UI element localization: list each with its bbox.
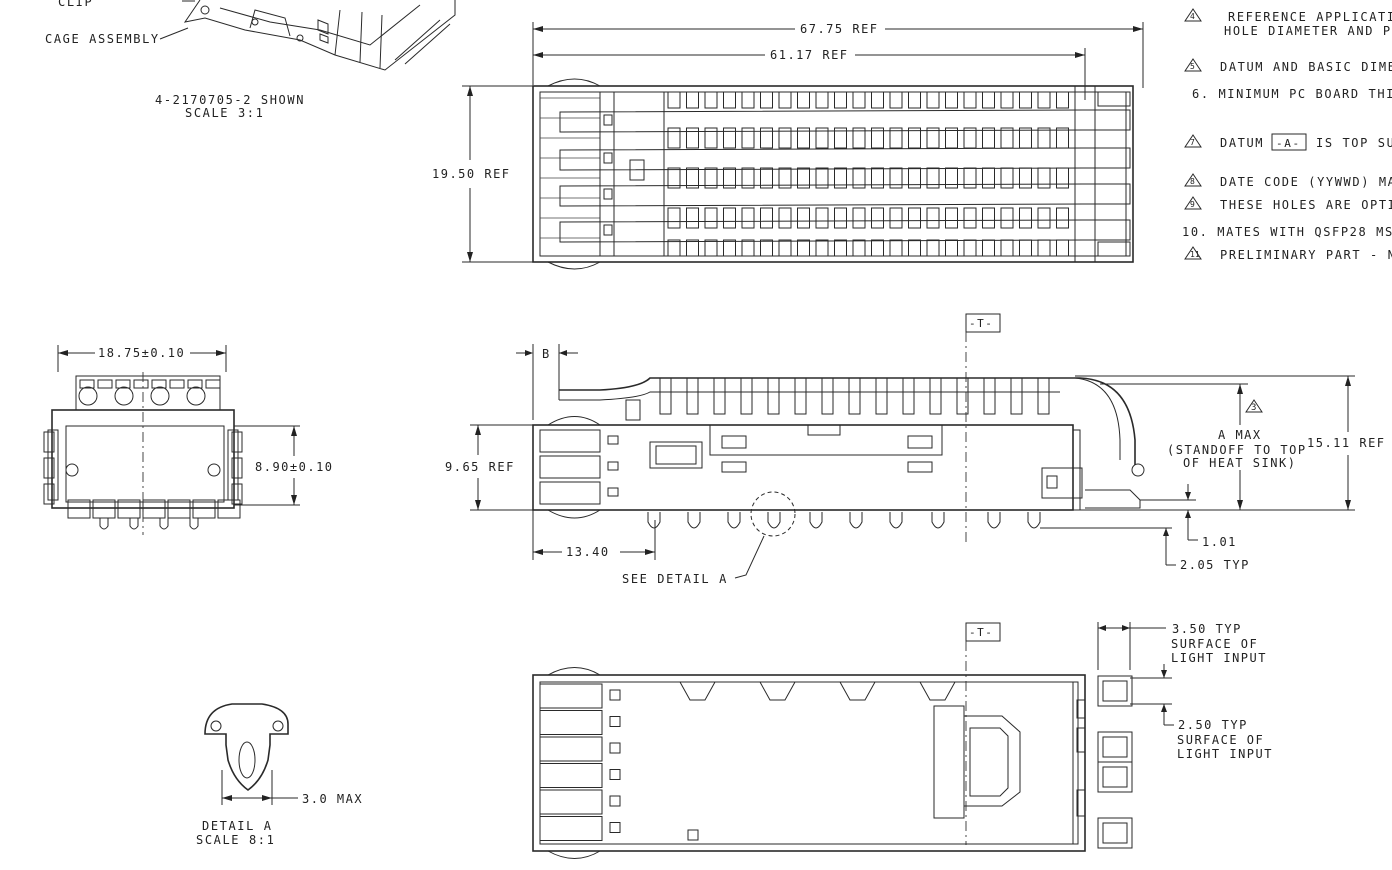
note-triangle — [1184, 246, 1202, 260]
note-triangle — [1184, 58, 1202, 72]
dim-13-40: 13.40 — [566, 545, 610, 559]
side-view — [470, 313, 1355, 579]
note-marker: 9 — [1190, 200, 1195, 209]
dim-61-17: 61.17 REF — [770, 48, 849, 62]
note-marker: 8 — [1190, 177, 1195, 186]
note-6: 10. MATES WITH QSFP28 MSA — [1182, 225, 1392, 239]
note-1: 5 DATUM AND BASIC DIME — [1184, 58, 1392, 74]
note-text: DATUM AND BASIC DIME — [1220, 60, 1392, 74]
note-text: THESE HOLES ARE OPTI — [1220, 198, 1392, 212]
a-max-label: A MAX — [1218, 428, 1262, 442]
note-text-b: IS TOP SU — [1316, 136, 1392, 150]
note-marker: 7 — [1190, 138, 1195, 147]
bottom-view — [532, 622, 1174, 859]
dim-2-50-line2: LIGHT INPUT — [1177, 747, 1273, 761]
see-detail-label: SEE DETAIL A — [622, 572, 728, 586]
front-view — [43, 345, 300, 535]
note-7: 11 PRELIMINARY PART - N — [1184, 246, 1392, 262]
note-4: 8 DATE CODE (YYWWD) MA — [1184, 173, 1392, 189]
note-triangle — [1184, 8, 1202, 22]
standoff-line-2: OF HEAT SINK) — [1183, 456, 1296, 470]
datum-a: -A- — [1276, 137, 1301, 150]
note-marker: 5 — [1190, 62, 1195, 71]
note-text: 10. MATES WITH QSFP28 MSA — [1182, 225, 1392, 239]
note-triangle — [1184, 134, 1202, 148]
note-text: DATE CODE (YYWWD) MA — [1220, 175, 1392, 189]
dim-15-11: 15.11 REF — [1307, 436, 1386, 450]
scale-8-1-label: SCALE 8:1 — [196, 833, 275, 847]
dim-2-50: 2.50 TYP — [1178, 718, 1248, 732]
dim-19-50: 19.50 REF — [432, 167, 511, 181]
part-shown-label: 4-2170705-2 SHOWN — [155, 93, 305, 107]
datum-t-side: -T- — [969, 317, 993, 330]
dim-3-50-line2: LIGHT INPUT — [1171, 651, 1267, 665]
dim-9-65: 9.65 REF — [445, 460, 515, 474]
dim-3-50-line1: SURFACE OF — [1171, 637, 1258, 651]
isometric-cage-view — [159, 0, 456, 71]
datum-box — [1271, 133, 1307, 151]
note-text: PRELIMINARY PART - N — [1220, 248, 1392, 262]
datum-t-bottom: -T- — [969, 626, 993, 639]
note-2: 6. MINIMUM PC BOARD THIC — [1192, 87, 1392, 101]
note-ref-3: 3 — [1251, 403, 1258, 413]
dim-67-75: 67.75 REF — [800, 22, 879, 36]
standoff-line-1: (STANDOFF TO TOP — [1167, 443, 1307, 457]
note-text: DATUM — [1220, 136, 1264, 150]
scale-3-1-label: SCALE 3:1 — [185, 106, 264, 120]
clip-label: CLIP — [58, 0, 93, 9]
detail-a-label: DETAIL A — [202, 819, 273, 833]
dim-18-75: 18.75±0.10 — [98, 346, 185, 360]
dim-1-01: 1.01 — [1202, 535, 1237, 549]
dim-2-05: 2.05 TYP — [1180, 558, 1250, 572]
note-text-2: HOLE DIAMETER AND PL — [1224, 24, 1392, 38]
note-3: 7 DATUM -A- IS TOP SU — [1184, 133, 1392, 151]
note-marker: 4 — [1190, 12, 1195, 21]
note-text: 6. MINIMUM PC BOARD THIC — [1192, 87, 1392, 101]
top-view — [462, 22, 1144, 270]
dim-2-50-line1: SURFACE OF — [1177, 733, 1264, 747]
detail-a-view — [204, 703, 298, 805]
note-marker: 11 — [1190, 250, 1200, 259]
dim-8-90: 8.90±0.10 — [255, 460, 334, 474]
note-triangle — [1184, 173, 1202, 187]
note-5: 9 THESE HOLES ARE OPTI — [1184, 196, 1392, 212]
datum-b: B — [542, 347, 551, 361]
cage-assembly-label: CAGE ASSEMBLY — [45, 32, 160, 46]
dim-3-0-max: 3.0 MAX — [302, 792, 363, 806]
dim-3-50: 3.50 TYP — [1172, 622, 1242, 636]
note-triangle — [1184, 196, 1202, 210]
note-text: REFERENCE APPLICATI — [1228, 10, 1392, 24]
